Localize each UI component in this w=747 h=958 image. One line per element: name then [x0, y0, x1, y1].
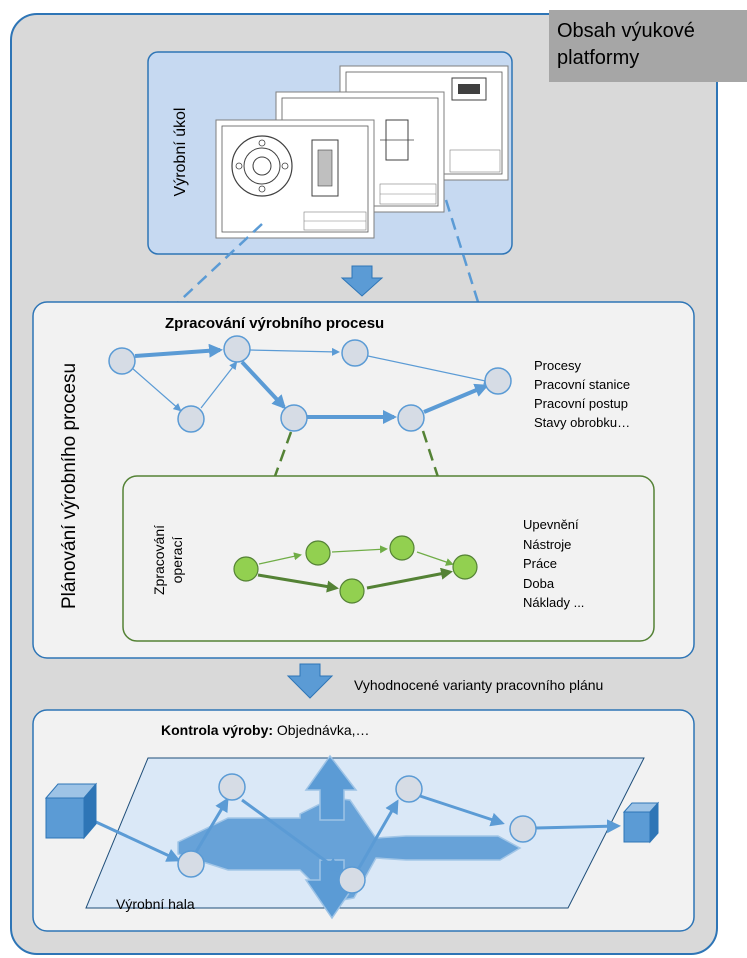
operations-label-line-2: operací [169, 536, 185, 584]
operations-panel [122, 475, 655, 642]
process-items-list: Procesy Pracovní stanice Pracovní postup… [534, 356, 630, 432]
operations-items-list: Upevnění Nástroje Práce Doba Náklady ... [523, 515, 584, 613]
material-flow-up-arrow [304, 754, 358, 821]
operation-item: Náklady ... [523, 595, 585, 610]
control-title-rest: Objednávka,… [273, 722, 370, 738]
dashed-link-right [444, 199, 502, 373]
hall-node [218, 773, 246, 801]
process-node [341, 339, 369, 367]
down-arrow-1 [340, 265, 384, 297]
process-item: Pracovní postup [534, 396, 628, 411]
corner-label: Obsah výukové platformy [557, 18, 695, 72]
technical-drawings-icon [215, 65, 509, 239]
process-node [484, 367, 512, 395]
operation-item: Upevnění [523, 517, 579, 532]
corner-label-line-1: Obsah výukové [557, 20, 695, 42]
hall-node [395, 775, 423, 803]
output-cube-icon [622, 801, 660, 844]
operations-network [233, 535, 478, 604]
control-title: Kontrola výroby: Objednávka,… [161, 722, 370, 738]
operation-node [305, 540, 331, 566]
operation-item: Doba [523, 575, 555, 591]
process-node [223, 335, 251, 363]
operation-node [233, 556, 259, 582]
hall-node [338, 866, 366, 894]
hall-label: Výrobní hala [116, 896, 195, 912]
operations-label-line-1: Zpracování [151, 524, 167, 596]
hall-node [509, 815, 537, 843]
process-network [108, 335, 512, 433]
operation-item: Nástroje [523, 536, 572, 552]
input-cube-icon [44, 782, 98, 840]
planning-vertical-label: Plánování výrobního procesu [59, 362, 80, 610]
control-title-bold: Kontrola výroby: [161, 722, 274, 738]
down-arrow-2 [286, 663, 334, 699]
process-item: Stavy obrobku… [534, 415, 631, 430]
operation-node [389, 535, 415, 561]
operation-item: Práce [523, 556, 557, 571]
process-title: Zpracování výrobního procesu [165, 315, 385, 332]
process-node [280, 404, 308, 432]
process-node [177, 405, 205, 433]
operations-label: Zpracování operací [150, 525, 186, 595]
material-flow-down-arrow [304, 859, 360, 920]
process-node [397, 404, 425, 432]
corner-label-box [549, 10, 747, 82]
process-node [108, 347, 136, 375]
material-flow-shape [177, 797, 522, 903]
hall-flow-network [95, 773, 621, 894]
corner-label-line-2: platformy [557, 47, 640, 69]
hall-node [177, 850, 205, 878]
process-item: Pracovní stanice [534, 377, 631, 392]
operation-node [452, 554, 478, 580]
process-item: Procesy [534, 358, 581, 373]
variants-label: Vyhodnocené varianty pracovního plánu [354, 677, 604, 693]
operation-node [339, 578, 365, 604]
task-label: Výrobní úkol [172, 107, 189, 197]
